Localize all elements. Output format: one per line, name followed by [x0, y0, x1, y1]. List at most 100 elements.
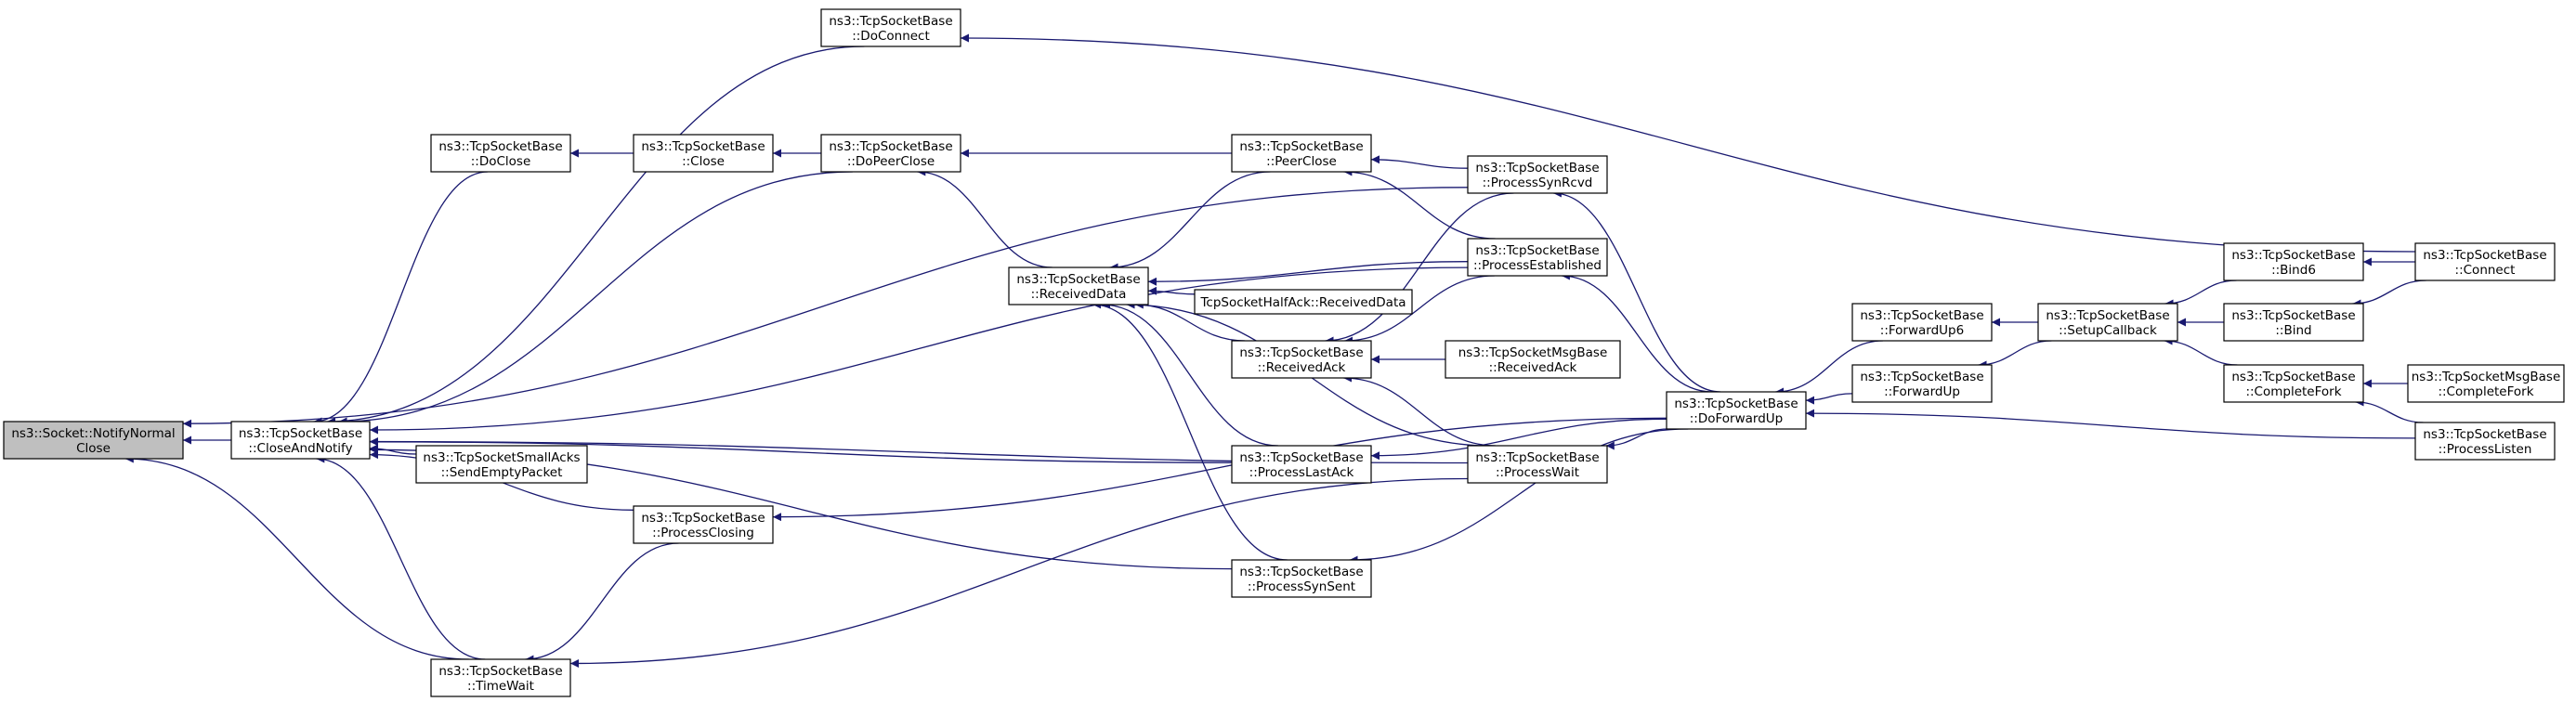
node-connect[interactable]: ns3::TcpSocketBase::Connect — [2414, 242, 2556, 281]
edge-process-wait-to-do-forward-up — [1605, 428, 1668, 450]
edge-close-and-notify-to-do-close — [313, 171, 489, 426]
node-forward-up[interactable]: ns3::TcpSocketBase::ForwardUp — [1851, 364, 1993, 403]
node-label: ns3::TcpSocketMsgBase — [1458, 345, 1608, 360]
edge-process-established-to-do-forward-up — [1561, 271, 1713, 393]
node-label: TcpSocketHalfAck::ReceivedData — [1199, 295, 1406, 310]
node-box — [820, 134, 961, 173]
node-box — [1467, 238, 1608, 277]
node-time-wait[interactable]: ns3::TcpSocketBase::TimeWait — [430, 658, 571, 697]
node-label: ::ProcessClosing — [652, 526, 754, 540]
node-box — [820, 8, 961, 47]
node-process-closing[interactable]: ns3::TcpSocketBase::ProcessClosing — [633, 505, 774, 544]
node-label: ::ProcessLastAck — [1249, 465, 1354, 480]
edge-received-data-to-peer-close — [1109, 171, 1271, 272]
edge-received-ack-to-process-established — [1344, 275, 1495, 345]
node-box — [1851, 303, 1993, 342]
node-msg-base-received-ack[interactable]: ns3::TcpSocketMsgBase::ReceivedAck — [1445, 340, 1621, 379]
edge-do-forward-up-to-forward-up6 — [1775, 340, 1883, 396]
edge-received-data-to-process-syn-sent — [1092, 300, 1288, 561]
node-label: ns3::TcpSocketBase — [1860, 308, 1983, 323]
node-complete-fork[interactable]: ns3::TcpSocketBase::CompleteFork — [2223, 364, 2364, 403]
node-label: ::SetupCallback — [2059, 323, 2157, 338]
node-process-syn-sent[interactable]: ns3::TcpSocketBase::ProcessSynSent — [1231, 559, 1372, 598]
node-box — [2223, 364, 2364, 403]
node-label: ::CompleteFork — [2438, 384, 2533, 399]
node-label: ::ReceivedData — [1031, 287, 1127, 302]
node-setup-callback[interactable]: ns3::TcpSocketBase::SetupCallback — [2037, 303, 2178, 342]
node-msg-base-complete-fork[interactable]: ns3::TcpSocketMsgBase::CompleteFork — [2407, 364, 2565, 403]
edge-process-last-ack-to-do-forward-up — [1370, 418, 1667, 461]
node-close[interactable]: ns3::TcpSocketBase::Close — [633, 134, 774, 173]
node-do-close[interactable]: ns3::TcpSocketBase::DoClose — [430, 134, 571, 173]
nodes-layer: ns3::Socket::NotifyNormalClosens3::TcpSo… — [3, 8, 2565, 697]
node-process-wait[interactable]: ns3::TcpSocketBase::ProcessWait — [1467, 445, 1608, 484]
node-close-and-notify[interactable]: ns3::TcpSocketBase::CloseAndNotify — [230, 421, 371, 460]
node-label: ::DoForwardUp — [1690, 411, 1784, 426]
node-received-data[interactable]: ns3::TcpSocketBase::ReceivedData — [1008, 266, 1149, 306]
node-box — [1467, 155, 1608, 194]
node-process-established[interactable]: ns3::TcpSocketBase::ProcessEstablished — [1467, 238, 1608, 277]
edge-received-data-to-half-ack-received-data — [1147, 286, 1196, 295]
node-label: ns3::TcpSocketBase — [239, 426, 362, 441]
node-label: ns3::TcpSocketBase — [1475, 450, 1599, 465]
edge-time-wait-to-process-wait — [569, 477, 1469, 668]
edge-bind-to-connect — [2352, 280, 2426, 308]
node-label: ns3::TcpSocketBase — [1239, 565, 1363, 579]
edge-received-data-to-process-last-ack — [1101, 300, 1279, 447]
node-label: ns3::TcpSocketBase — [2231, 370, 2355, 384]
node-forward-up6[interactable]: ns3::TcpSocketBase::ForwardUp6 — [1851, 303, 1993, 342]
node-box — [1194, 289, 1413, 315]
node-label: ::CloseAndNotify — [248, 441, 352, 456]
node-label: ns3::TcpSocketBase — [1674, 396, 1798, 411]
node-box — [1467, 445, 1608, 484]
node-box — [415, 445, 588, 484]
node-label: Close — [76, 441, 111, 456]
node-label: ::ForwardUp — [1884, 384, 1960, 399]
edge-forward-up-to-setup-callback — [1978, 340, 2052, 370]
node-label: ::Connect — [2455, 263, 2516, 278]
edge-close-and-notify-to-process-established — [369, 266, 1469, 435]
edge-peer-close-to-process-syn-rcvd — [1370, 155, 1469, 169]
node-box — [2223, 303, 2364, 342]
node-label: ns3::TcpSocketBase — [2423, 427, 2546, 442]
node-peer-close[interactable]: ns3::TcpSocketBase::PeerClose — [1231, 134, 1372, 173]
edge-notify-normal-close-to-process-syn-rcvd — [182, 187, 1469, 428]
node-label: ns3::TcpSocketBase — [438, 664, 562, 679]
edge-notify-normal-close-to-time-wait — [124, 454, 469, 660]
node-do-peer-close[interactable]: ns3::TcpSocketBase::DoPeerClose — [820, 134, 961, 173]
edge-close-and-notify-to-do-peer-close — [338, 171, 853, 426]
edge-setup-callback-to-bind6 — [2164, 280, 2237, 308]
node-box — [2037, 303, 2178, 342]
node-label: ::CompleteFork — [2245, 384, 2341, 399]
node-send-empty-packet[interactable]: ns3::TcpSocketSmallAcks::SendEmptyPacket — [415, 445, 588, 484]
edge-time-wait-to-process-closing — [525, 542, 679, 664]
node-label: ns3::TcpSocketBase — [641, 511, 765, 526]
node-label: ::Bind — [2275, 323, 2311, 338]
node-half-ack-received-data[interactable]: TcpSocketHalfAck::ReceivedData — [1194, 289, 1413, 315]
node-box — [1008, 266, 1149, 306]
node-label: ns3::TcpSocketBase — [1239, 345, 1363, 360]
node-process-syn-rcvd[interactable]: ns3::TcpSocketBase::ProcessSynRcvd — [1467, 155, 1608, 194]
node-process-listen[interactable]: ns3::TcpSocketBase::ProcessListen — [2414, 422, 2556, 461]
node-received-ack[interactable]: ns3::TcpSocketBase::ReceivedAck — [1231, 340, 1372, 379]
node-do-forward-up[interactable]: ns3::TcpSocketBase::DoForwardUp — [1666, 391, 1807, 430]
node-label: ns3::Socket::NotifyNormal — [11, 426, 175, 441]
node-box — [2407, 364, 2565, 403]
node-bind[interactable]: ns3::TcpSocketBase::Bind — [2223, 303, 2364, 342]
node-box — [430, 134, 571, 173]
node-box — [2414, 422, 2556, 461]
node-label: ::Bind6 — [2271, 263, 2316, 278]
edge-received-ack-to-process-syn-rcvd — [1325, 192, 1514, 345]
node-box — [3, 421, 184, 460]
node-label: ns3::TcpSocketSmallAcks — [423, 450, 580, 465]
node-label: ns3::TcpSocketBase — [641, 139, 765, 154]
node-do-connect[interactable]: ns3::TcpSocketBase::DoConnect — [820, 8, 961, 47]
node-label: ns3::TcpSocketBase — [2231, 308, 2355, 323]
edge-process-syn-rcvd-to-do-forward-up — [1552, 188, 1721, 393]
node-process-last-ack[interactable]: ns3::TcpSocketBase::ProcessLastAck — [1231, 445, 1372, 484]
edge-received-data-to-process-established — [1147, 261, 1469, 286]
node-bind6[interactable]: ns3::TcpSocketBase::Bind6 — [2223, 242, 2364, 281]
node-label: ::ProcessWait — [1496, 465, 1579, 480]
node-box — [2223, 242, 2364, 281]
node-label: ns3::TcpSocketBase — [1239, 139, 1363, 154]
